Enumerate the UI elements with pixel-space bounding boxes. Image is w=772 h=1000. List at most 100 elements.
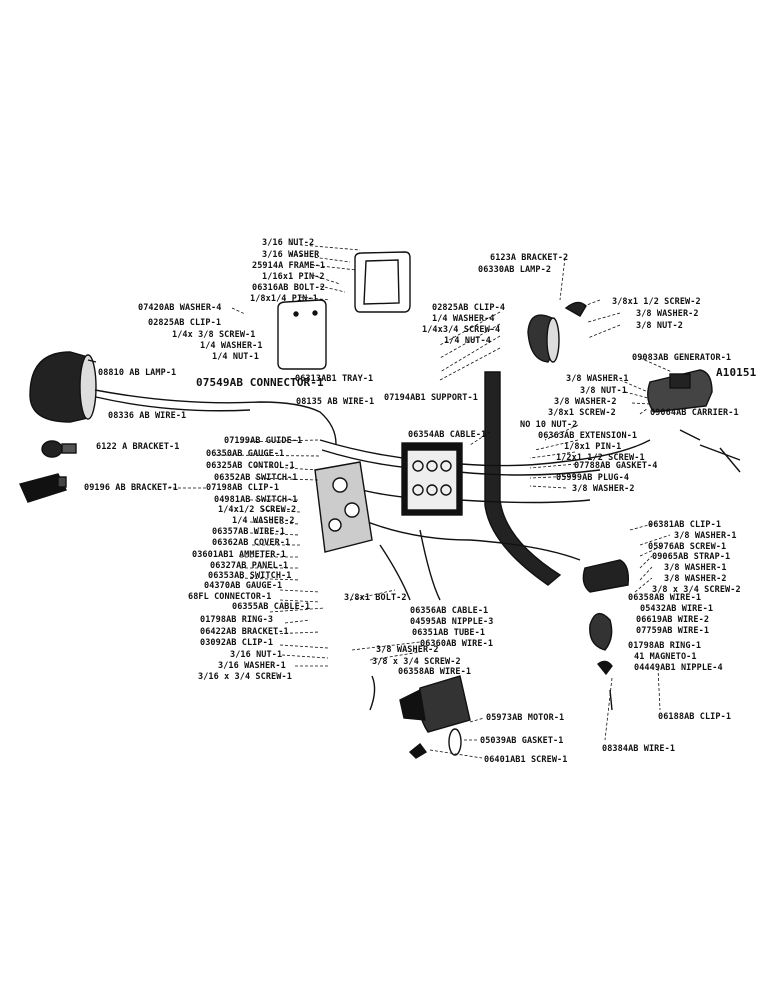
label-washer-2-right-b: 3/8 WASHER-2 <box>554 397 617 407</box>
label-wire-06360: 06360AB WIRE-1 <box>420 639 494 649</box>
label-washer-1-far: 3/8 WASHER-1 <box>674 531 737 541</box>
label-gauge-06350: 06350AB GAUGE-1 <box>206 449 285 459</box>
label-magneto: 41 MAGNETO-1 <box>634 652 697 662</box>
label-nut-4-mid: 1/4 NUT-4 <box>444 336 491 346</box>
frame-25914 <box>354 251 411 313</box>
label-screw-1-right: 1/2x1 1/2 SCREW-1 <box>556 453 645 463</box>
label-cable-06356: 06356AB CABLE-1 <box>410 606 489 616</box>
label-tray: 06313AB1 TRAY-1 <box>295 374 374 384</box>
label-wire-08336: 08336 AB WIRE-1 <box>108 411 187 421</box>
label-tube: 06351AB TUBE-1 <box>412 628 486 638</box>
label-clip-02825-4: 02825AB CLIP-4 <box>432 303 506 313</box>
label-bracket-09196: 09196 AB BRACKET-1 <box>84 483 178 493</box>
lamp-lower-right <box>589 612 613 651</box>
label-nut-1-left: 1/4 NUT-1 <box>212 352 259 362</box>
label-panel: 06327AB PANEL-1 <box>210 561 289 571</box>
label-clip-07198: 07198AB CLIP-1 <box>206 483 280 493</box>
label-bolt-2: 06316AB BOLT-2 <box>252 283 326 293</box>
label-generator: 09083AB GENERATOR-1 <box>632 353 732 363</box>
label-washer-1-left: 1/4 WASHER-1 <box>200 341 263 351</box>
label-motor: 05973AB MOTOR-1 <box>486 713 565 723</box>
label-screw-2-center: 3/8 x 3/4 SCREW-2 <box>372 657 461 667</box>
label-nut-1-low: 3/16 NUT-1 <box>230 650 283 660</box>
label-gasket-07788: 07788AB GASKET-4 <box>574 461 658 471</box>
label-screw-4-mid: 1/4x3/4 SCREW-4 <box>422 325 501 335</box>
label-clip-06188: 06188AB CLIP-1 <box>658 712 732 722</box>
label-washer-2-right-c: 3/8 WASHER-2 <box>572 484 635 494</box>
label-bracket-6123: 6123A BRACKET-2 <box>490 253 569 263</box>
label-screw-06401: 06401AB1 SCREW-1 <box>484 755 568 765</box>
label-extension: 06363AB EXTENSION-1 <box>538 431 638 441</box>
label-support: 07194AB1 SUPPORT-1 <box>384 393 478 403</box>
headlamp-left <box>29 351 97 423</box>
bracket-09196 <box>19 473 67 503</box>
label-ring-1-r: 01798AB RING-1 <box>628 641 702 651</box>
label-clip-1-left: 02825AB CLIP-1 <box>148 318 222 328</box>
lamp-right <box>527 314 560 363</box>
label-washer-top: 3/16 WASHER <box>262 250 320 260</box>
label-wire-05432: 05432AB WIRE-1 <box>640 604 714 614</box>
label-nipple-4: 04449AB1 NIPPLE-4 <box>634 663 723 673</box>
label-switch-06352: 06352AB SWITCH-1 <box>214 473 298 483</box>
magneto <box>582 559 630 593</box>
label-control: 06325AB CONTROL-1 <box>206 461 295 471</box>
label-bolt-2-center: 3/8x1 BOLT-2 <box>344 593 407 603</box>
label-wire-08135: 08135 AB WIRE-1 <box>296 397 375 407</box>
label-wire-06358-r: 06358AB WIRE-1 <box>628 593 702 603</box>
bracket-6122 <box>41 440 77 458</box>
label-screw-2-right: 3/8x1 1/2 SCREW-2 <box>612 297 701 307</box>
label-drawing-number: A10151 <box>716 366 757 379</box>
label-washer-4-mid: 1/4 WASHER-4 <box>432 314 495 324</box>
label-screw-2-left: 1/4x1/2 SCREW-2 <box>218 505 297 515</box>
label-washer-2-left: 1/4 WASHER-2 <box>232 516 295 526</box>
label-plug: 05999AB PLUG-4 <box>556 473 630 483</box>
label-screw-05976: 05976AB SCREW-1 <box>648 542 727 552</box>
label-nut-2-right: 3/8 NUT-2 <box>636 321 683 331</box>
label-nut-2-no10: NO 10 NUT-2 <box>520 420 578 430</box>
label-wire-06358: 06358AB WIRE-1 <box>398 667 472 677</box>
starter-motor <box>399 675 471 733</box>
label-washer-2-center: 3/8 WASHER-2 <box>376 645 439 655</box>
label-washer-1-low: 3/16 WASHER-1 <box>218 661 286 671</box>
label-nut-2-top: 3/16 NUT-2 <box>262 238 315 248</box>
label-lamp-1: 08810 AB LAMP-1 <box>98 368 177 378</box>
label-guide: 07199AB GUIDE-1 <box>224 436 303 446</box>
label-wire-06619: 06619AB WIRE-2 <box>636 615 710 625</box>
label-wire-08384: 08384AB WIRE-1 <box>602 744 676 754</box>
generator <box>647 369 713 413</box>
label-washer-1-right: 3/8 WASHER-1 <box>566 374 629 384</box>
label-washer-2-far: 3/8 WASHER-2 <box>664 574 727 584</box>
label-screw-1-low: 3/16 x 3/4 SCREW-1 <box>198 672 292 682</box>
label-gasket-05039: 05039AB GASKET-1 <box>480 736 564 746</box>
label-cable-06354: 06354AB CABLE-1 <box>408 430 487 440</box>
battery-box <box>401 442 463 516</box>
label-pin-2: 1/16x1 PIN-2 <box>262 272 325 282</box>
label-washer-1-far-b: 3/8 WASHER-1 <box>664 563 727 573</box>
label-clip-03092: 03092AB CLIP-1 <box>200 638 274 648</box>
label-gauge-04370: 04370AB GAUGE-1 <box>204 581 283 591</box>
label-washer-2-right: 3/8 WASHER-2 <box>636 309 699 319</box>
label-nipple-3: 04595AB NIPPLE-3 <box>410 617 494 627</box>
label-bracket-06422: 06422AB BRACKET-1 <box>200 627 289 637</box>
label-strap: 09065AB STRAP-1 <box>652 552 731 562</box>
label-pin-1-right: 1/8x1 PIN-1 <box>564 442 622 452</box>
label-carrier: 09064AB CARRIER-1 <box>650 408 739 418</box>
label-switch-06353: 06353AB SWITCH-1 <box>208 571 292 581</box>
label-bracket-6122: 6122 A BRACKET-1 <box>96 442 180 452</box>
label-ammeter: 03601AB1 AMMETER-1 <box>192 550 286 560</box>
label-nut-1-right: 3/8 NUT-1 <box>580 386 627 396</box>
label-frame: 25914A FRAME-1 <box>252 261 326 271</box>
label-ring-3: 01798AB RING-3 <box>200 615 274 625</box>
label-washer-4-left: 07420AB WASHER-4 <box>138 303 222 313</box>
label-cover: 06362AB COVER-1 <box>212 538 291 548</box>
label-cable-06355: 06355AB CABLE-1 <box>232 602 311 612</box>
label-wire-06357: 06357AB WIRE-1 <box>212 527 286 537</box>
label-connector-68fl: 68FL CONNECTOR-1 <box>188 592 272 602</box>
label-screw-1-left: 1/4x 3/8 SCREW-1 <box>172 330 256 340</box>
label-switch-04981: 04981AB SWITCH-1 <box>214 495 298 505</box>
instrument-panel <box>314 461 373 553</box>
label-connector-1: 07549AB CONNECTOR-1 <box>196 376 324 389</box>
label-screw-2-far: 3/8 x 3/4 SCREW-2 <box>652 585 741 595</box>
label-wire-07759: 07759AB WIRE-1 <box>636 626 710 636</box>
